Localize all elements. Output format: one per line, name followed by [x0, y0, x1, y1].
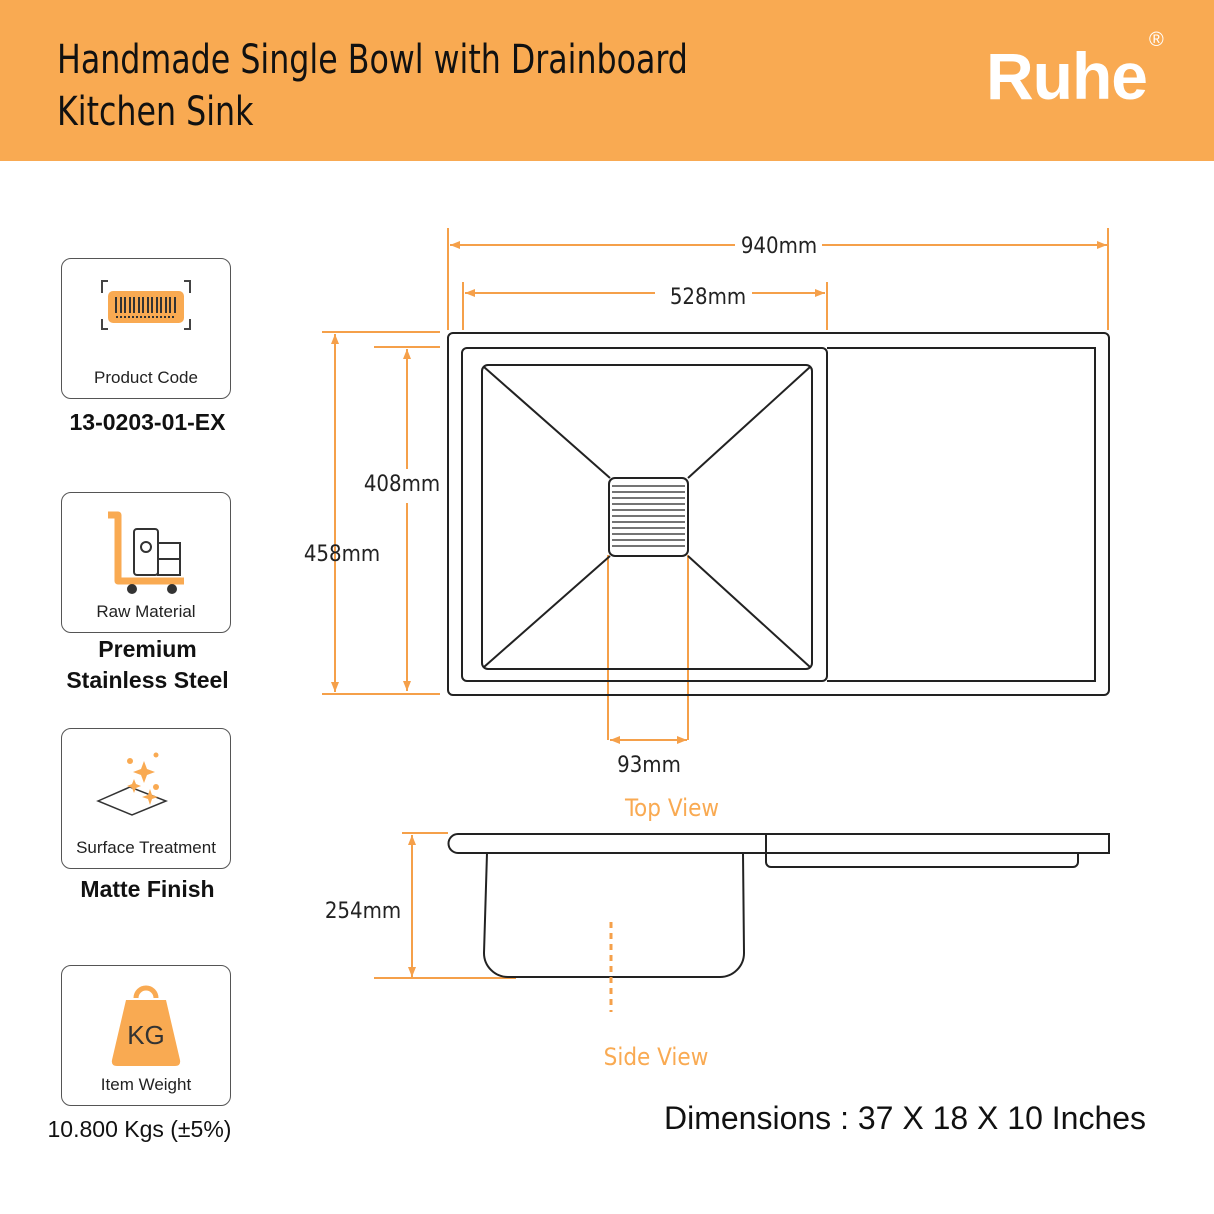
- overall-width-label: 940mm: [741, 234, 817, 259]
- top-view-label: Top View: [624, 794, 719, 822]
- bowl-width-label: 528mm: [670, 285, 746, 310]
- dimension-lines: [322, 228, 1109, 979]
- item-weight-card: KG Item Weight: [61, 965, 231, 1106]
- side-view-drawing: [447, 833, 1110, 978]
- weight-icon: KG: [111, 985, 181, 1066]
- product-code-value: 13-0203-01-EX: [69, 409, 226, 435]
- title-line-1: Handmade Single Bowl with Drainboard: [57, 37, 688, 83]
- top-view-drawing: [447, 332, 1110, 696]
- registered-mark: ®: [1149, 29, 1164, 51]
- side-view-label: Side View: [604, 1043, 709, 1071]
- bowl-height-label: 254mm: [325, 899, 401, 924]
- item-weight-value: 10.800 Kgs (±5%): [47, 1116, 232, 1142]
- header-banner: Handmade Single Bowl with Drainboard Kit…: [0, 0, 1214, 161]
- kg-text: KG: [127, 1020, 165, 1050]
- raw-material-value-line-2: Stainless Steel: [66, 667, 229, 693]
- dimensions-text: Dimensions : 37 X 18 X 10 Inches: [664, 1100, 1147, 1136]
- bowl-depth-label: 408mm: [364, 472, 440, 497]
- raw-material-value-line-1: Premium: [98, 636, 197, 662]
- surface-treatment-card: Surface Treatment: [61, 728, 231, 869]
- raw-material-label: Raw Material: [96, 602, 196, 621]
- overall-depth-label: 458mm: [304, 542, 380, 567]
- surface-treatment-value: Matte Finish: [80, 876, 215, 902]
- drain-width-label: 93mm: [617, 753, 681, 778]
- page-title: Handmade Single Bowl with Drainboard Kit…: [57, 34, 688, 138]
- surface-treatment-label: Surface Treatment: [76, 838, 216, 857]
- title-line-2: Kitchen Sink: [57, 89, 254, 135]
- item-weight-label: Item Weight: [100, 1075, 192, 1094]
- raw-material-value: Premium Stainless Steel: [40, 634, 255, 696]
- cart-icon: [108, 511, 184, 594]
- barcode-icon: [101, 280, 191, 330]
- product-code-label: Product Code: [94, 368, 198, 387]
- sparkle-icon: [96, 752, 169, 816]
- raw-material-card: Raw Material: [61, 492, 231, 633]
- brand-name: Ruhe: [986, 39, 1148, 113]
- brand-logo: Ruhe®: [986, 29, 1164, 114]
- product-code-card: Product Code: [61, 258, 231, 399]
